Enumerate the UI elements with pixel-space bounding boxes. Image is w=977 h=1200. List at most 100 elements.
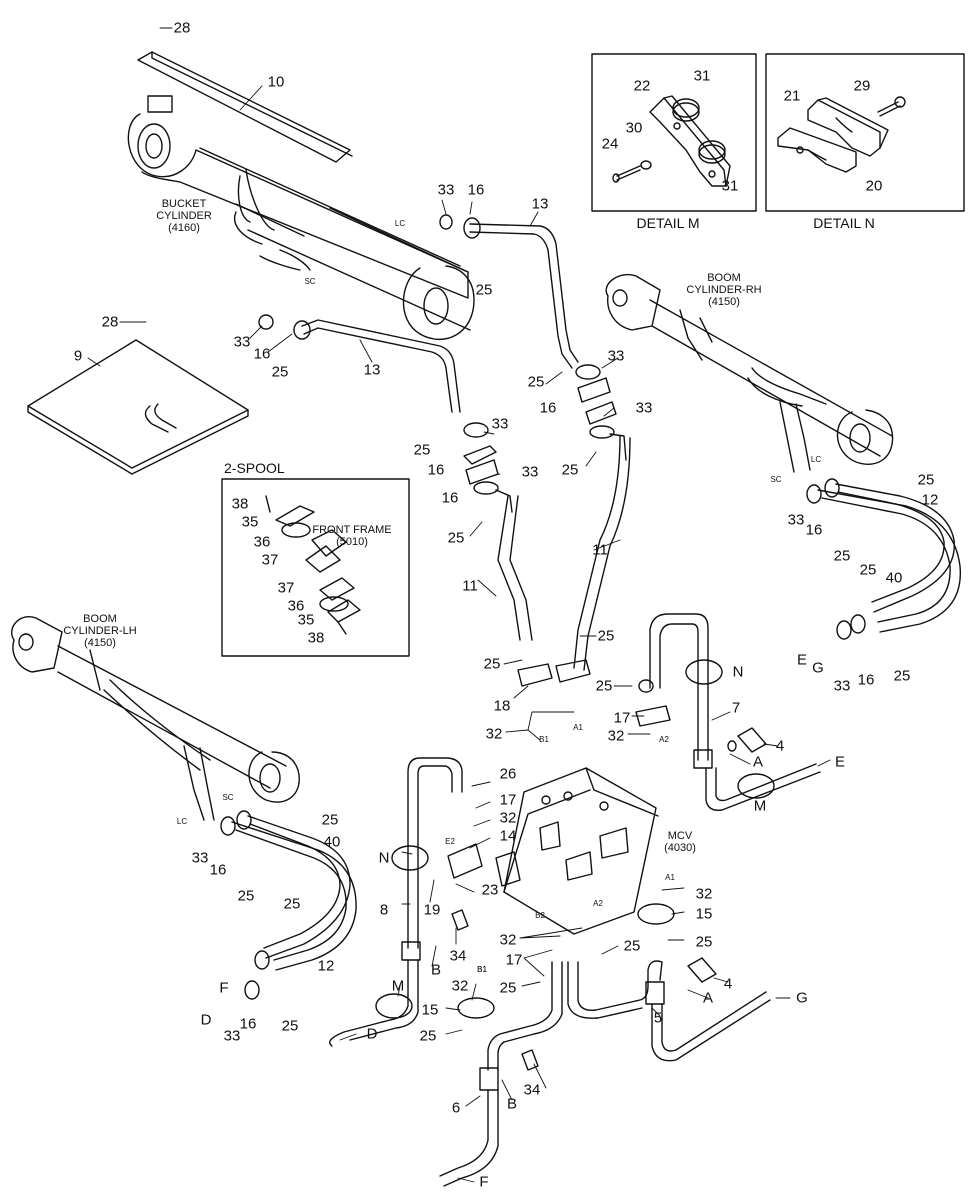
callout: 28	[173, 19, 191, 37]
detail-m-frame	[591, 53, 757, 212]
two-spool-title: 2-SPOOL	[224, 460, 285, 476]
callout: 8	[379, 901, 389, 919]
callout: 30	[625, 119, 643, 137]
n-hatch-lh	[391, 845, 429, 871]
callout: N	[378, 849, 390, 867]
tube-6	[439, 961, 563, 1187]
callout: F	[219, 979, 229, 997]
port-b2-low: B2	[535, 911, 545, 920]
port-sc-rh: SC	[770, 475, 782, 484]
callout: 14	[499, 827, 517, 845]
callout: 25	[527, 373, 545, 391]
callout: 25	[419, 1027, 437, 1045]
callout: 25	[475, 281, 493, 299]
port-lc-lh: LC	[176, 817, 188, 826]
plate-15-lower	[457, 997, 495, 1019]
tube-8	[329, 757, 463, 1047]
detail-m-bracket	[612, 95, 731, 187]
callout: 15	[695, 905, 713, 923]
callout: N	[732, 663, 744, 681]
callout: 12	[317, 957, 335, 975]
callout: 35	[297, 611, 315, 629]
callout: 16	[441, 489, 459, 507]
bucket-cylinder	[127, 51, 475, 340]
callout: 16	[857, 671, 875, 689]
port-lc-rh: LC	[810, 455, 822, 464]
callout: 25	[859, 561, 877, 579]
port-lc-bucket: LC	[394, 219, 406, 228]
callout: 23	[481, 881, 499, 899]
callout: M	[391, 977, 405, 995]
front-frame-label: FRONT FRAME (5010)	[312, 523, 392, 548]
fitting-34-lower	[521, 1049, 539, 1071]
bucket-cylinder-label: BUCKET CYLINDER (4160)	[156, 197, 212, 235]
callout: 25	[595, 677, 613, 695]
callout: 20	[865, 177, 883, 195]
callout: 38	[231, 495, 249, 513]
fitting-18	[517, 659, 591, 687]
callout: 32	[607, 727, 625, 745]
callout: 33	[521, 463, 539, 481]
callout: B	[506, 1095, 518, 1113]
callout: 35	[241, 513, 259, 531]
callout: E	[796, 651, 808, 669]
callout: 32	[499, 931, 517, 949]
callout: 13	[363, 361, 381, 379]
callout: 17	[613, 709, 631, 727]
bucket-hose-upper	[439, 214, 579, 369]
callout: 16	[239, 1015, 257, 1033]
boom-cylinder-rh	[605, 273, 894, 473]
port-b1-low-b: B1	[477, 965, 487, 974]
callout: E	[834, 753, 846, 771]
callout: 16	[209, 861, 227, 879]
callout: 16	[805, 521, 823, 539]
boom-cylinder-lh	[11, 616, 300, 821]
callout: 32	[485, 725, 503, 743]
callout: 31	[721, 177, 739, 195]
callout: 37	[261, 551, 279, 569]
callout: 7	[731, 699, 741, 717]
callout: 15	[421, 1001, 439, 1019]
callout: 25	[833, 547, 851, 565]
callout: 18	[493, 697, 511, 715]
callout: 25	[413, 441, 431, 459]
callout: A	[752, 753, 764, 771]
callout: 25	[281, 1017, 299, 1035]
callout: G	[812, 659, 824, 677]
port-sc-bucket: SC	[304, 277, 316, 286]
callout: 32	[695, 885, 713, 903]
port-a1-top: A1	[573, 723, 583, 732]
two-spool-parts	[265, 495, 361, 635]
callout: 24	[601, 135, 619, 153]
callout: 26	[499, 765, 517, 783]
detail-n-frame	[765, 53, 965, 212]
callout: 25	[695, 933, 713, 951]
callout: 25	[623, 937, 641, 955]
callout: 25	[499, 979, 517, 997]
callout: 25	[483, 655, 501, 673]
fitting-4-lower	[687, 957, 717, 983]
callout: A	[702, 989, 714, 1007]
callout: 29	[853, 77, 871, 95]
callout: 33	[191, 849, 209, 867]
callout: 37	[277, 579, 295, 597]
callout: 33	[437, 181, 455, 199]
callout: 25	[283, 895, 301, 913]
m-hatch-rh	[737, 773, 775, 799]
callout: D	[366, 1025, 378, 1043]
tube-5	[567, 960, 771, 1062]
plate-15-upper	[637, 903, 675, 925]
boom-lh-label: BOOM CYLINDER-LH (4150)	[63, 612, 137, 650]
callout: 33	[223, 1027, 241, 1045]
callout: 25	[597, 627, 615, 645]
callout: 36	[287, 597, 305, 615]
callout: F	[479, 1173, 489, 1191]
port-e2: E2	[445, 837, 455, 846]
callout: 16	[467, 181, 485, 199]
callout: 31	[693, 67, 711, 85]
port-a1-low: A1	[665, 873, 675, 882]
callout: 25	[893, 667, 911, 685]
callout: 17	[499, 791, 517, 809]
leader-lines	[87, 27, 831, 1183]
